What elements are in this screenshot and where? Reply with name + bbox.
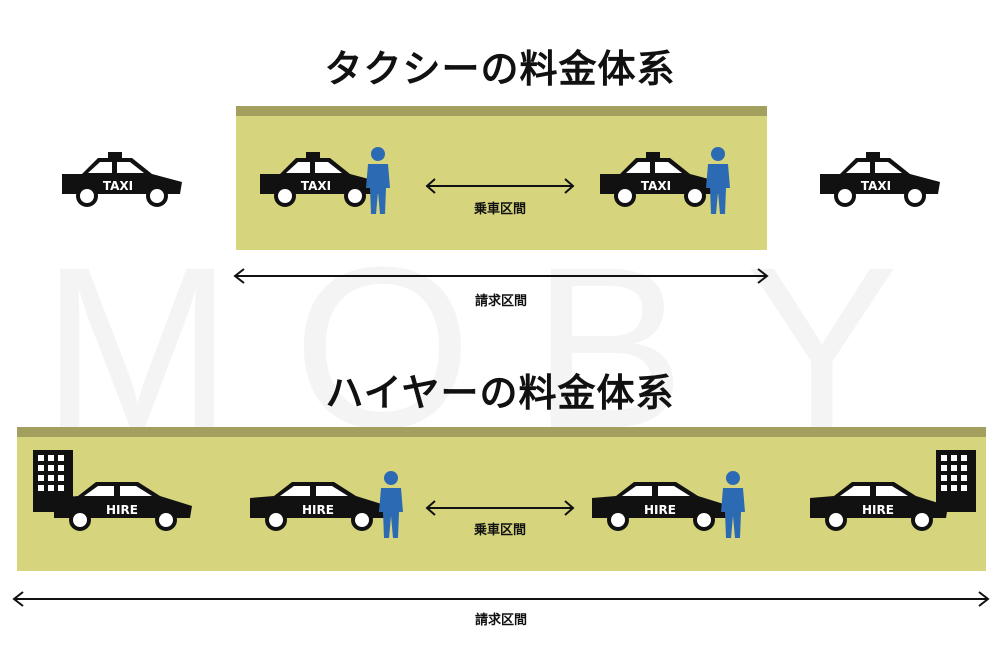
taxi-car-label: TAXI	[301, 179, 331, 193]
taxi-car-label: TAXI	[641, 179, 671, 193]
taxi-section-title: タクシーの料金体系	[324, 47, 676, 91]
hire-car-icon: HIRE	[810, 482, 948, 531]
taxi-car-icon: TAXI	[260, 152, 380, 207]
taxi-ride-label: 乗車区間	[473, 202, 526, 217]
hire-car-label: HIRE	[302, 503, 334, 517]
taxi-billing-arrow	[233, 268, 769, 284]
hire-car-icon: HIRE	[54, 482, 192, 531]
hire-ride-label: 乗車区間	[473, 523, 526, 538]
taxi-ride-arrow	[425, 178, 575, 194]
hire-billing-band-top	[17, 427, 986, 437]
hire-car-icon: HIRE	[592, 482, 730, 531]
hire-car-label: HIRE	[862, 503, 894, 517]
taxi-car-icon: TAXI	[820, 152, 940, 207]
taxi-car-label: TAXI	[103, 179, 133, 193]
taxi-car-label: TAXI	[861, 179, 891, 193]
taxi-car-icon: TAXI	[600, 152, 720, 207]
hire-billing-arrow	[12, 591, 990, 607]
taxi-billing-label: 請求区間	[474, 294, 527, 309]
taxi-billing-band-top	[236, 106, 767, 116]
hire-car-icon: HIRE	[250, 482, 388, 531]
hire-billing-label: 請求区間	[474, 613, 527, 628]
hire-car-label: HIRE	[106, 503, 138, 517]
person-icon	[366, 147, 390, 214]
person-icon	[706, 147, 730, 214]
hire-car-label: HIRE	[644, 503, 676, 517]
person-icon	[721, 471, 745, 538]
hire-ride-arrow	[425, 500, 575, 516]
person-icon	[379, 471, 403, 538]
hire-section-title: ハイヤーの料金体系	[325, 371, 675, 415]
taxi-car-icon: TAXI	[62, 152, 182, 207]
building-icon	[936, 450, 976, 512]
